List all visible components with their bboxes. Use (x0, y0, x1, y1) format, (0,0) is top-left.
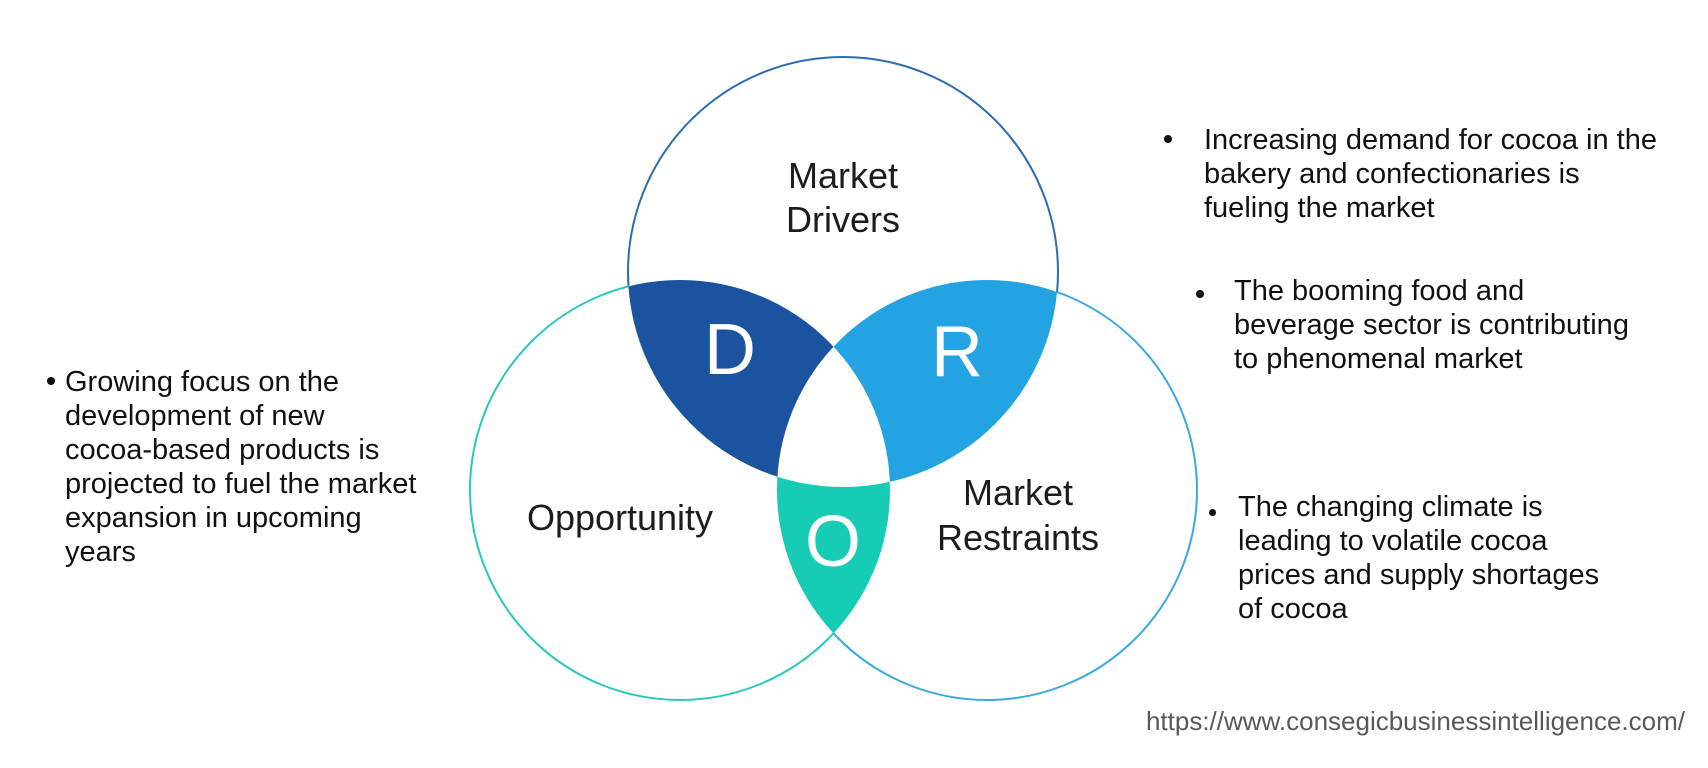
bullet-text: The booming food and beverage sector is … (1234, 275, 1629, 375)
drivers-label-line1: Market (788, 155, 898, 196)
drivers-letter: D (704, 310, 756, 390)
bullet-icon (47, 377, 55, 385)
opportunity-label: Opportunity (527, 497, 713, 538)
restraints-petal-group (777, 280, 1058, 487)
drivers-petal (628, 280, 890, 487)
restraints-letter: R (931, 312, 983, 392)
bullet-driver-note-1: Increasing demand for cocoa in the baker… (1164, 123, 1704, 225)
bullet-icon (1196, 290, 1204, 298)
drivers-circle-outline (627, 56, 1059, 488)
drivers-label-line2: Drivers (786, 199, 900, 240)
bullet-text: Increasing demand for cocoa in the baker… (1204, 124, 1657, 224)
restraints-label-line1: Market (963, 472, 1073, 513)
drivers-petal-group (628, 280, 890, 487)
bullet-restraint-note: The changing climate is leading to volat… (1209, 490, 1689, 626)
source-url: https://www.consegicbusinessintelligence… (1145, 706, 1685, 736)
bullet-opportunity-note: Growing focus on the development of new … (47, 365, 467, 569)
restraints-label-line2: Restraints (937, 517, 1099, 558)
opportunity-circle-outline (469, 279, 891, 701)
opportunity-letter: O (805, 502, 861, 582)
restraints-circle-outline (776, 279, 1198, 701)
bullet-icon (1209, 509, 1216, 516)
bullet-icon (1164, 135, 1172, 143)
bullet-text: The changing climate is leading to volat… (1238, 491, 1600, 625)
bullet-text: Growing focus on the development of new … (65, 366, 417, 568)
restraints-petal (777, 280, 1058, 487)
bullet-driver-note-2: The booming food and beverage sector is … (1196, 274, 1696, 376)
